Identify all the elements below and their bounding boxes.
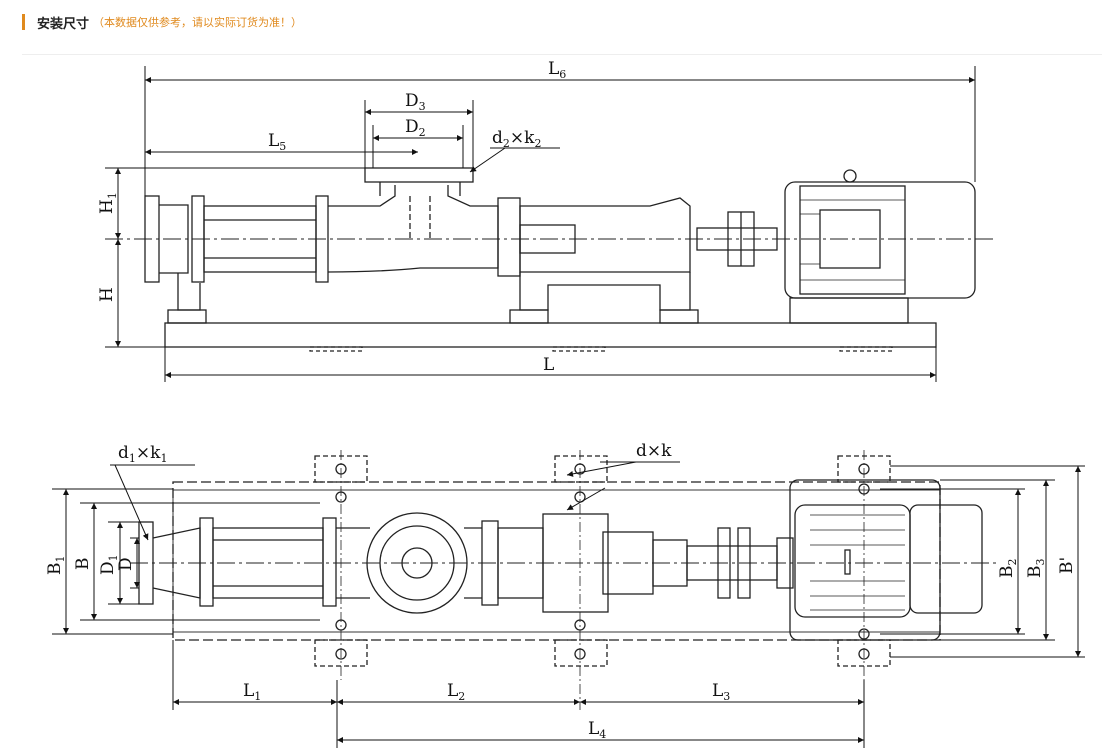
section-title: 安装尺寸 (37, 16, 90, 32)
motor-top (794, 504, 911, 618)
label-H: H (97, 287, 117, 302)
base-plate (164, 322, 937, 348)
outlet-flange (364, 167, 474, 183)
section-header: 安装尺寸 （本数据仅供参考，请以实际订货为准！） (22, 12, 302, 32)
top-dimensions (52, 461, 1085, 748)
label-B-prime: B' (1057, 557, 1077, 574)
label-D1: D1 (98, 554, 120, 575)
label-D2: D2 (405, 117, 426, 139)
label-B: B (73, 558, 93, 571)
label-L4: L4 (588, 719, 606, 741)
inlet-flange (144, 195, 160, 283)
side-view (105, 167, 995, 352)
accent-bar (22, 14, 25, 30)
label-B3: B3 (1025, 559, 1047, 579)
motor-base (789, 479, 941, 641)
label-L: L (543, 355, 554, 375)
label-D3: D3 (405, 91, 426, 113)
pump-body (327, 185, 499, 273)
label-L6: L6 (548, 59, 566, 81)
side-dimensions (105, 66, 976, 382)
label-L2: L2 (447, 681, 465, 703)
label-L3: L3 (712, 681, 730, 703)
label-d-k: d×k (636, 441, 672, 461)
label-L5: L5 (268, 131, 286, 153)
bearing-flange (497, 197, 521, 277)
label-D: D (116, 557, 136, 571)
label-L1: L1 (243, 681, 261, 703)
header-divider (22, 54, 1102, 55)
label-H1: H1 (97, 192, 119, 214)
disclaimer-note: （本数据仅供参考，请以实际订货为准！） (93, 16, 303, 29)
top-view (130, 450, 1000, 710)
drive-shaft (696, 227, 778, 251)
bearing-housing (519, 197, 691, 273)
base-outline (172, 481, 941, 641)
label-d1-k1: d1×k1 (118, 443, 167, 465)
discharge-port (366, 512, 468, 614)
label-B2: B2 (997, 559, 1019, 579)
label-B1: B1 (45, 556, 67, 576)
label-d2-k2: d2×k2 (492, 128, 541, 150)
coupling-top (717, 527, 731, 599)
